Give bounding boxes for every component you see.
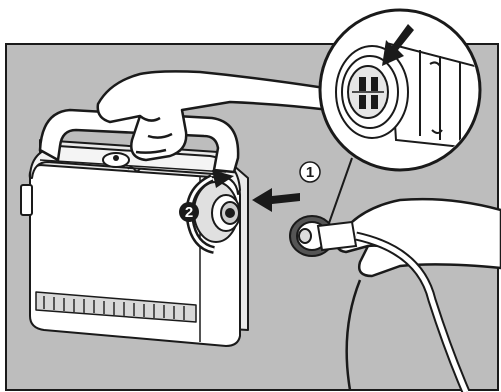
step-1-label: 1 [306,164,314,181]
step-1-marker: 1 [300,162,320,182]
step-2-label: 2 [185,204,193,221]
step-2-marker: 2 [179,202,199,222]
